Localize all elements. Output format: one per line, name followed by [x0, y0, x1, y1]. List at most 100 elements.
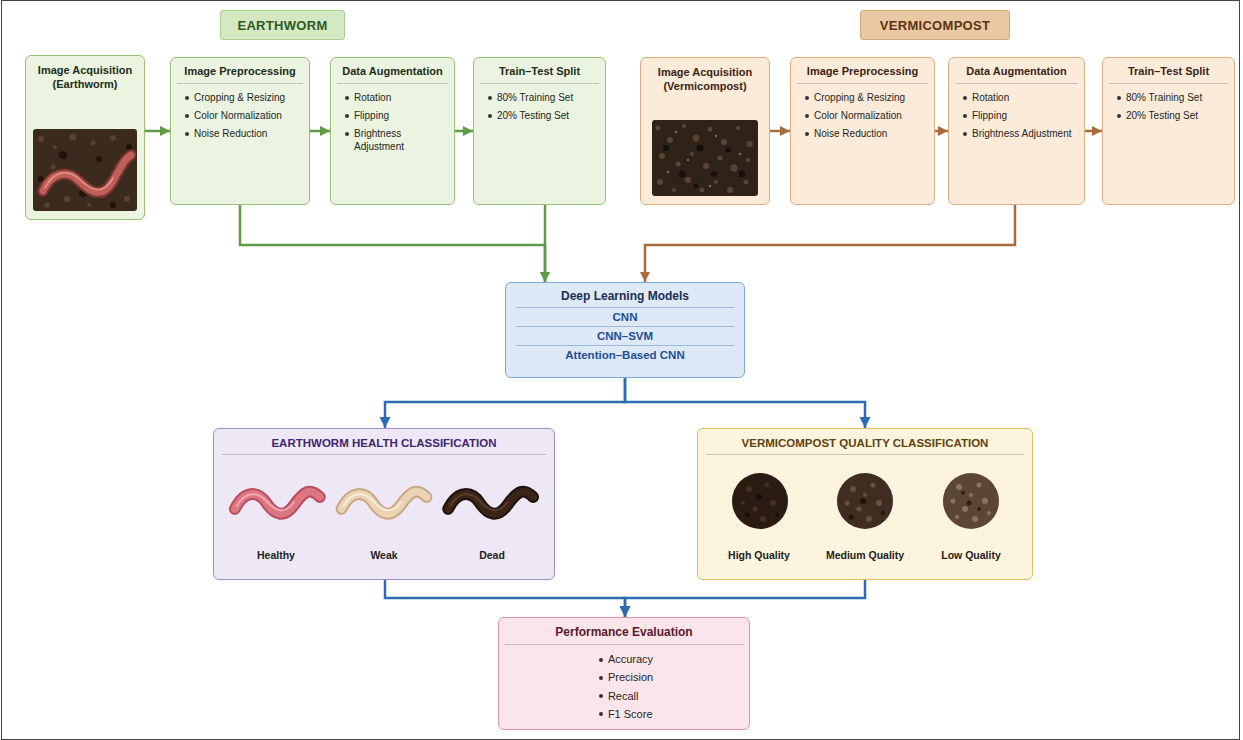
model-name: Attention–Based CNN — [516, 346, 734, 364]
bullet-row: Color Normalization — [803, 109, 924, 122]
bullet-row: Flipping — [961, 109, 1074, 122]
box-heading: VERMICOMPOST QUALITY CLASSIFICATION — [706, 437, 1024, 455]
bullet-dot — [963, 96, 967, 100]
class-label: Low Quality — [918, 549, 1024, 561]
flow-arrow — [1085, 130, 1102, 133]
flow-arrow — [770, 130, 790, 133]
bullet-dot — [805, 96, 809, 100]
worm-illustrations — [224, 469, 544, 533]
bullet-item: Noise Reduction — [194, 128, 267, 139]
vermicompost-photo — [652, 120, 758, 196]
model-box: Deep Learning ModelsCNNCNN–SVMAttention–… — [505, 282, 745, 378]
bullet-item: 20% Testing Set — [1126, 110, 1198, 121]
box-heading: Performance Evaluation — [505, 625, 743, 645]
label-row: HealthyWeakDead — [222, 549, 546, 561]
bullet-row: Cropping & Resizing — [183, 91, 299, 104]
bullet-item: Noise Reduction — [814, 128, 887, 139]
compost-highlights — [667, 131, 741, 187]
box-heading: Image Preprocessing — [177, 65, 303, 84]
bullet-dot — [345, 96, 349, 100]
class-panel: VERMICOMPOST QUALITY CLASSIFICATION — [697, 428, 1033, 580]
class-label: Healthy — [222, 549, 330, 561]
bullet-item: Cropping & Resizing — [194, 92, 285, 103]
evaluation-box: Performance EvaluationAccuracyPrecisionR… — [498, 617, 750, 730]
flow-arrow — [625, 580, 865, 617]
bullet-dot — [599, 658, 603, 662]
bullet-row: Cropping & Resizing — [803, 91, 924, 104]
flow-arrow — [625, 378, 865, 428]
bullet-row: F1 Score — [597, 707, 653, 721]
bullet-item: Flipping — [972, 110, 1007, 121]
bullet-row: 20% Testing Set — [1115, 109, 1224, 122]
flow-arrow — [385, 378, 625, 428]
bullet-list: 80% Training Set 20% Testing Set — [480, 91, 599, 127]
bullet-row: Precision — [597, 670, 653, 684]
bullet-row: Rotation — [961, 91, 1074, 104]
label-row: High QualityMedium QualityLow Quality — [706, 549, 1024, 561]
process-box: Data AugmentationRotationFlippingBrightn… — [948, 57, 1085, 205]
process-box: Data AugmentationRotationFlippingBrightn… — [330, 57, 455, 205]
bullet-dot — [599, 712, 603, 716]
bullet-item: F1 Score — [608, 708, 653, 720]
bullet-dot — [599, 676, 603, 680]
bullet-item: Flipping — [354, 110, 389, 121]
low-quality-sample — [943, 473, 999, 529]
compost-ground — [652, 120, 758, 196]
illustration-slot — [33, 123, 137, 211]
earthworm-photo — [33, 129, 137, 211]
bullet-item: 20% Testing Set — [497, 110, 569, 121]
box-heading: Image Preprocessing — [797, 65, 928, 84]
box-heading: Data Augmentation — [337, 65, 448, 84]
model-name: CNN–SVM — [516, 327, 734, 346]
bullet-dot — [805, 114, 809, 118]
bullet-dot — [599, 694, 603, 698]
bullet-list: AccuracyPrecisionRecall F1 Score — [591, 652, 657, 725]
bullet-item: Brightness Adjustment — [972, 128, 1072, 139]
box-heading: VERMICOMPOST — [880, 18, 991, 33]
section-header: EARTHWORM — [220, 10, 345, 40]
flow-arrow — [385, 580, 625, 617]
bullet-dot — [805, 132, 809, 136]
box-heading: EARTHWORM HEALTH CLASSIFICATION — [222, 437, 546, 455]
section-header: VERMICOMPOST — [860, 10, 1010, 40]
illustration-slot — [652, 114, 758, 196]
bullet-item: Brightness Adjustment — [354, 128, 404, 152]
flow-arrow — [935, 130, 948, 133]
bullet-item: Precision — [608, 671, 653, 683]
process-box: Image PreprocessingCropping & ResizingCo… — [790, 57, 935, 205]
weak-worm — [342, 492, 427, 514]
high-quality-sample — [732, 473, 788, 529]
bullet-item: Accuracy — [608, 653, 653, 665]
bullet-item: Rotation — [354, 92, 391, 103]
worm-body — [43, 155, 131, 192]
bullet-row: Noise Reduction — [183, 127, 299, 140]
bullet-row: 80% Training Set — [486, 91, 595, 104]
bullet-dot — [185, 96, 189, 100]
bullet-item: Color Normalization — [814, 110, 902, 121]
bullet-item: 80% Training Set — [1126, 92, 1202, 103]
flow-arrow — [544, 205, 547, 282]
bullet-item: Recall — [608, 690, 639, 702]
soil-ground — [33, 129, 137, 211]
healthy-worm — [235, 492, 320, 514]
class-label: Weak — [330, 549, 438, 561]
bullet-row: Noise Reduction — [803, 127, 924, 140]
bullet-row: Recall — [597, 689, 653, 703]
bullet-dot — [1117, 96, 1121, 100]
compost-samples — [707, 469, 1023, 533]
bullet-row: 80% Training Set — [1115, 91, 1224, 104]
box-heading: Deep Learning Models — [516, 289, 734, 308]
worm-highlight — [45, 173, 113, 190]
bullet-dot — [488, 96, 492, 100]
worm-skin — [43, 155, 131, 192]
bullet-list: Cropping & ResizingColor NormalizationNo… — [797, 91, 928, 145]
bullet-item: 80% Training Set — [497, 92, 573, 103]
bullet-dot — [345, 114, 349, 118]
flow-arrow — [310, 130, 330, 133]
acquisition-box: Image Acquisition (Vermicompost) — [640, 57, 770, 205]
class-label: Dead — [438, 549, 546, 561]
illustration-slot — [222, 469, 546, 533]
bullet-row: Brightness Adjustment — [343, 127, 444, 153]
